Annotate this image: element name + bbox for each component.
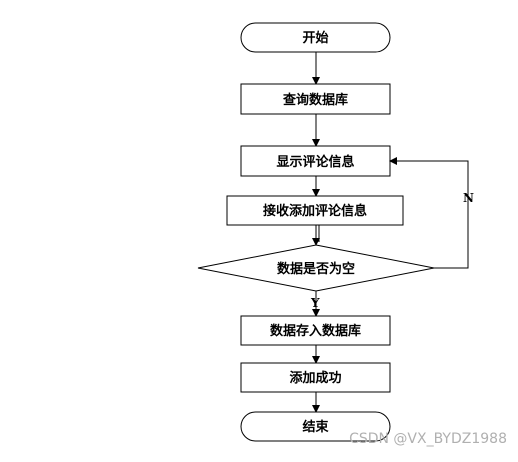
add-success-label: 添加成功 — [289, 370, 341, 386]
add-success-box — [240, 362, 391, 393]
end-label: 结束 — [302, 419, 329, 435]
receive-comment-label: 接收添加评论信息 — [263, 203, 367, 219]
show-comments-label: 显示评论信息 — [276, 154, 354, 170]
arrow-no-branch — [389, 157, 469, 269]
end-terminal — [240, 411, 391, 442]
yes-branch-label: Y — [310, 296, 320, 310]
save-db-box — [240, 315, 391, 346]
watermark-text: CSDN @VX_BYDZ1988 — [349, 431, 507, 447]
receive-comment-box — [226, 195, 404, 226]
decision-is-empty-label: 数据是否为空 — [277, 261, 355, 277]
save-db-label: 数据存入数据库 — [270, 323, 361, 339]
query-db-box — [240, 83, 391, 115]
start-label: 开始 — [302, 30, 328, 46]
query-db-label: 查询数据库 — [282, 92, 348, 108]
no-branch-label: N — [463, 191, 474, 205]
